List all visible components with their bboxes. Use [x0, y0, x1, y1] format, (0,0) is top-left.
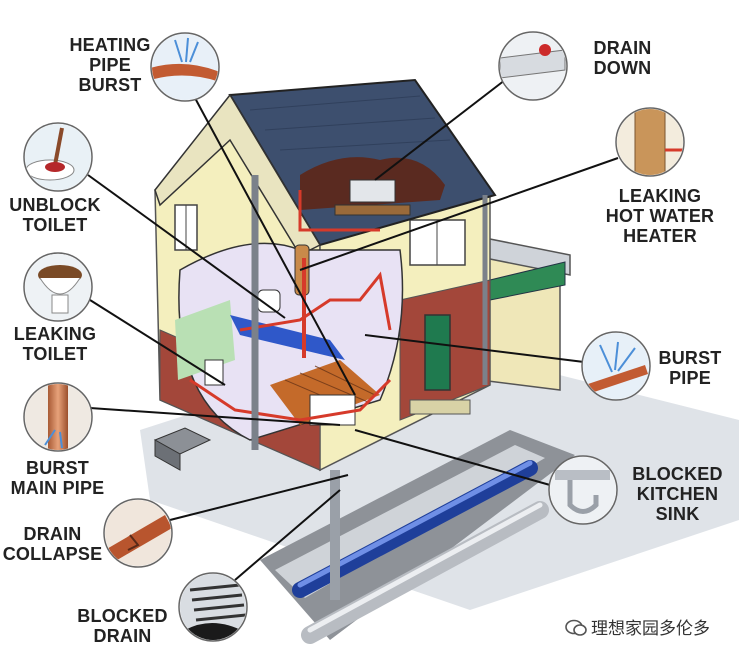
callout-burst-main-pipe — [23, 382, 93, 452]
callout-drain-down — [498, 31, 568, 101]
label-burst-main-pipe: BURST MAIN PIPE — [10, 458, 105, 498]
cutaway-interior — [153, 175, 488, 471]
underground-main-pipe — [292, 460, 549, 644]
label-leaking-hot-water-heater: LEAKING HOT WATER HEATER — [605, 186, 715, 246]
label-drain-down: DRAIN DOWN — [593, 38, 652, 78]
callout-leaking-hot-water-heater — [615, 107, 685, 177]
watermark: 理想家园多伦多 — [565, 614, 710, 639]
roof — [154, 78, 497, 256]
callout-burst-pipe — [581, 331, 651, 401]
label-heating-pipe-burst: HEATING PIPE BURST — [69, 35, 151, 95]
callout-blocked-drain — [178, 572, 248, 642]
callout-blocked-kitchen-sink — [548, 455, 618, 525]
label-leaking-toilet: LEAKING TOILET — [13, 324, 97, 364]
label-burst-pipe: BURST PIPE — [658, 348, 722, 388]
callout-leaking-toilet — [23, 252, 93, 322]
wechat-bubble-icon — [565, 619, 587, 636]
label-unblock-toilet: UNBLOCK TOILET — [9, 195, 101, 235]
watermark-text: 理想家园多伦多 — [591, 619, 710, 639]
label-blocked-kitchen-sink: BLOCKED KITCHEN SINK — [632, 464, 723, 524]
leader-lines — [87, 79, 619, 581]
callout-heating-pipe-burst — [150, 32, 220, 102]
label-blocked-drain: BLOCKED DRAIN — [77, 606, 168, 646]
callout-drain-collapse — [103, 498, 173, 568]
callout-unblock-toilet — [23, 122, 93, 192]
label-drain-collapse: DRAIN COLLAPSE — [2, 524, 103, 564]
